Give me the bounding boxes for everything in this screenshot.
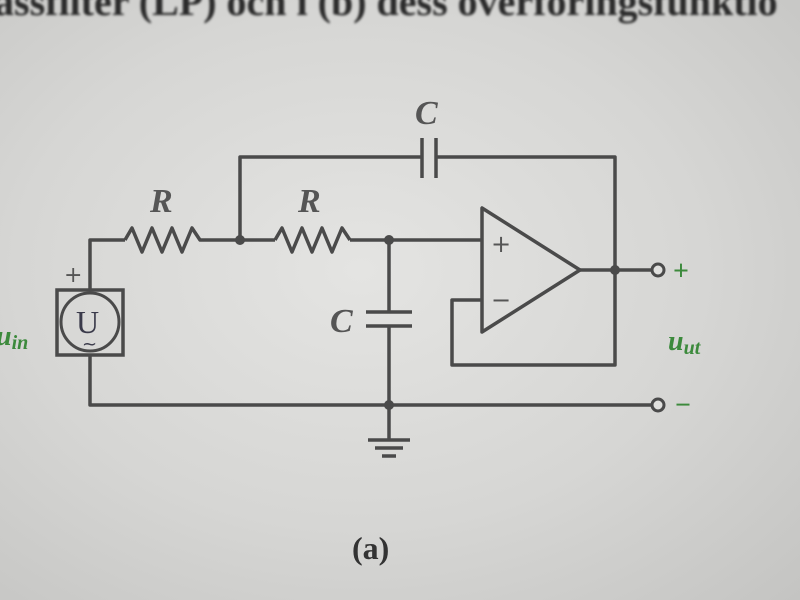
out-minus-sign: −: [675, 390, 691, 421]
ground-icon: [368, 438, 410, 458]
capacitor-ground: [366, 310, 412, 328]
label-c-feedback: C: [415, 95, 438, 132]
opamp-plus: +: [491, 230, 511, 258]
label-u-out: uut: [668, 326, 702, 359]
out-plus-sign: +: [673, 256, 689, 287]
source-tilde: ~: [82, 334, 97, 355]
wires: [88, 155, 652, 440]
junction-dots: [235, 235, 620, 410]
capacitor-feedback: [420, 138, 438, 178]
label-r1: R: [149, 183, 173, 220]
label-c-ground: C: [330, 303, 353, 340]
source-symbol: U: [76, 304, 99, 340]
opamp: [480, 206, 582, 334]
resistor-2: [273, 226, 352, 254]
output-terminal-minus[interactable]: [650, 397, 666, 413]
voltage-source: U ~: [55, 288, 125, 357]
resistor-1: [123, 226, 205, 254]
header-text: assfilter (LP) och i (b) dess överföring…: [0, 0, 778, 24]
opamp-minus: −: [491, 286, 511, 314]
label-r2: R: [297, 183, 321, 220]
output-terminal-plus[interactable]: [650, 262, 666, 278]
source-plus: +: [64, 263, 82, 288]
figure-caption: (a): [352, 530, 390, 566]
label-u-in: uin: [0, 321, 28, 354]
